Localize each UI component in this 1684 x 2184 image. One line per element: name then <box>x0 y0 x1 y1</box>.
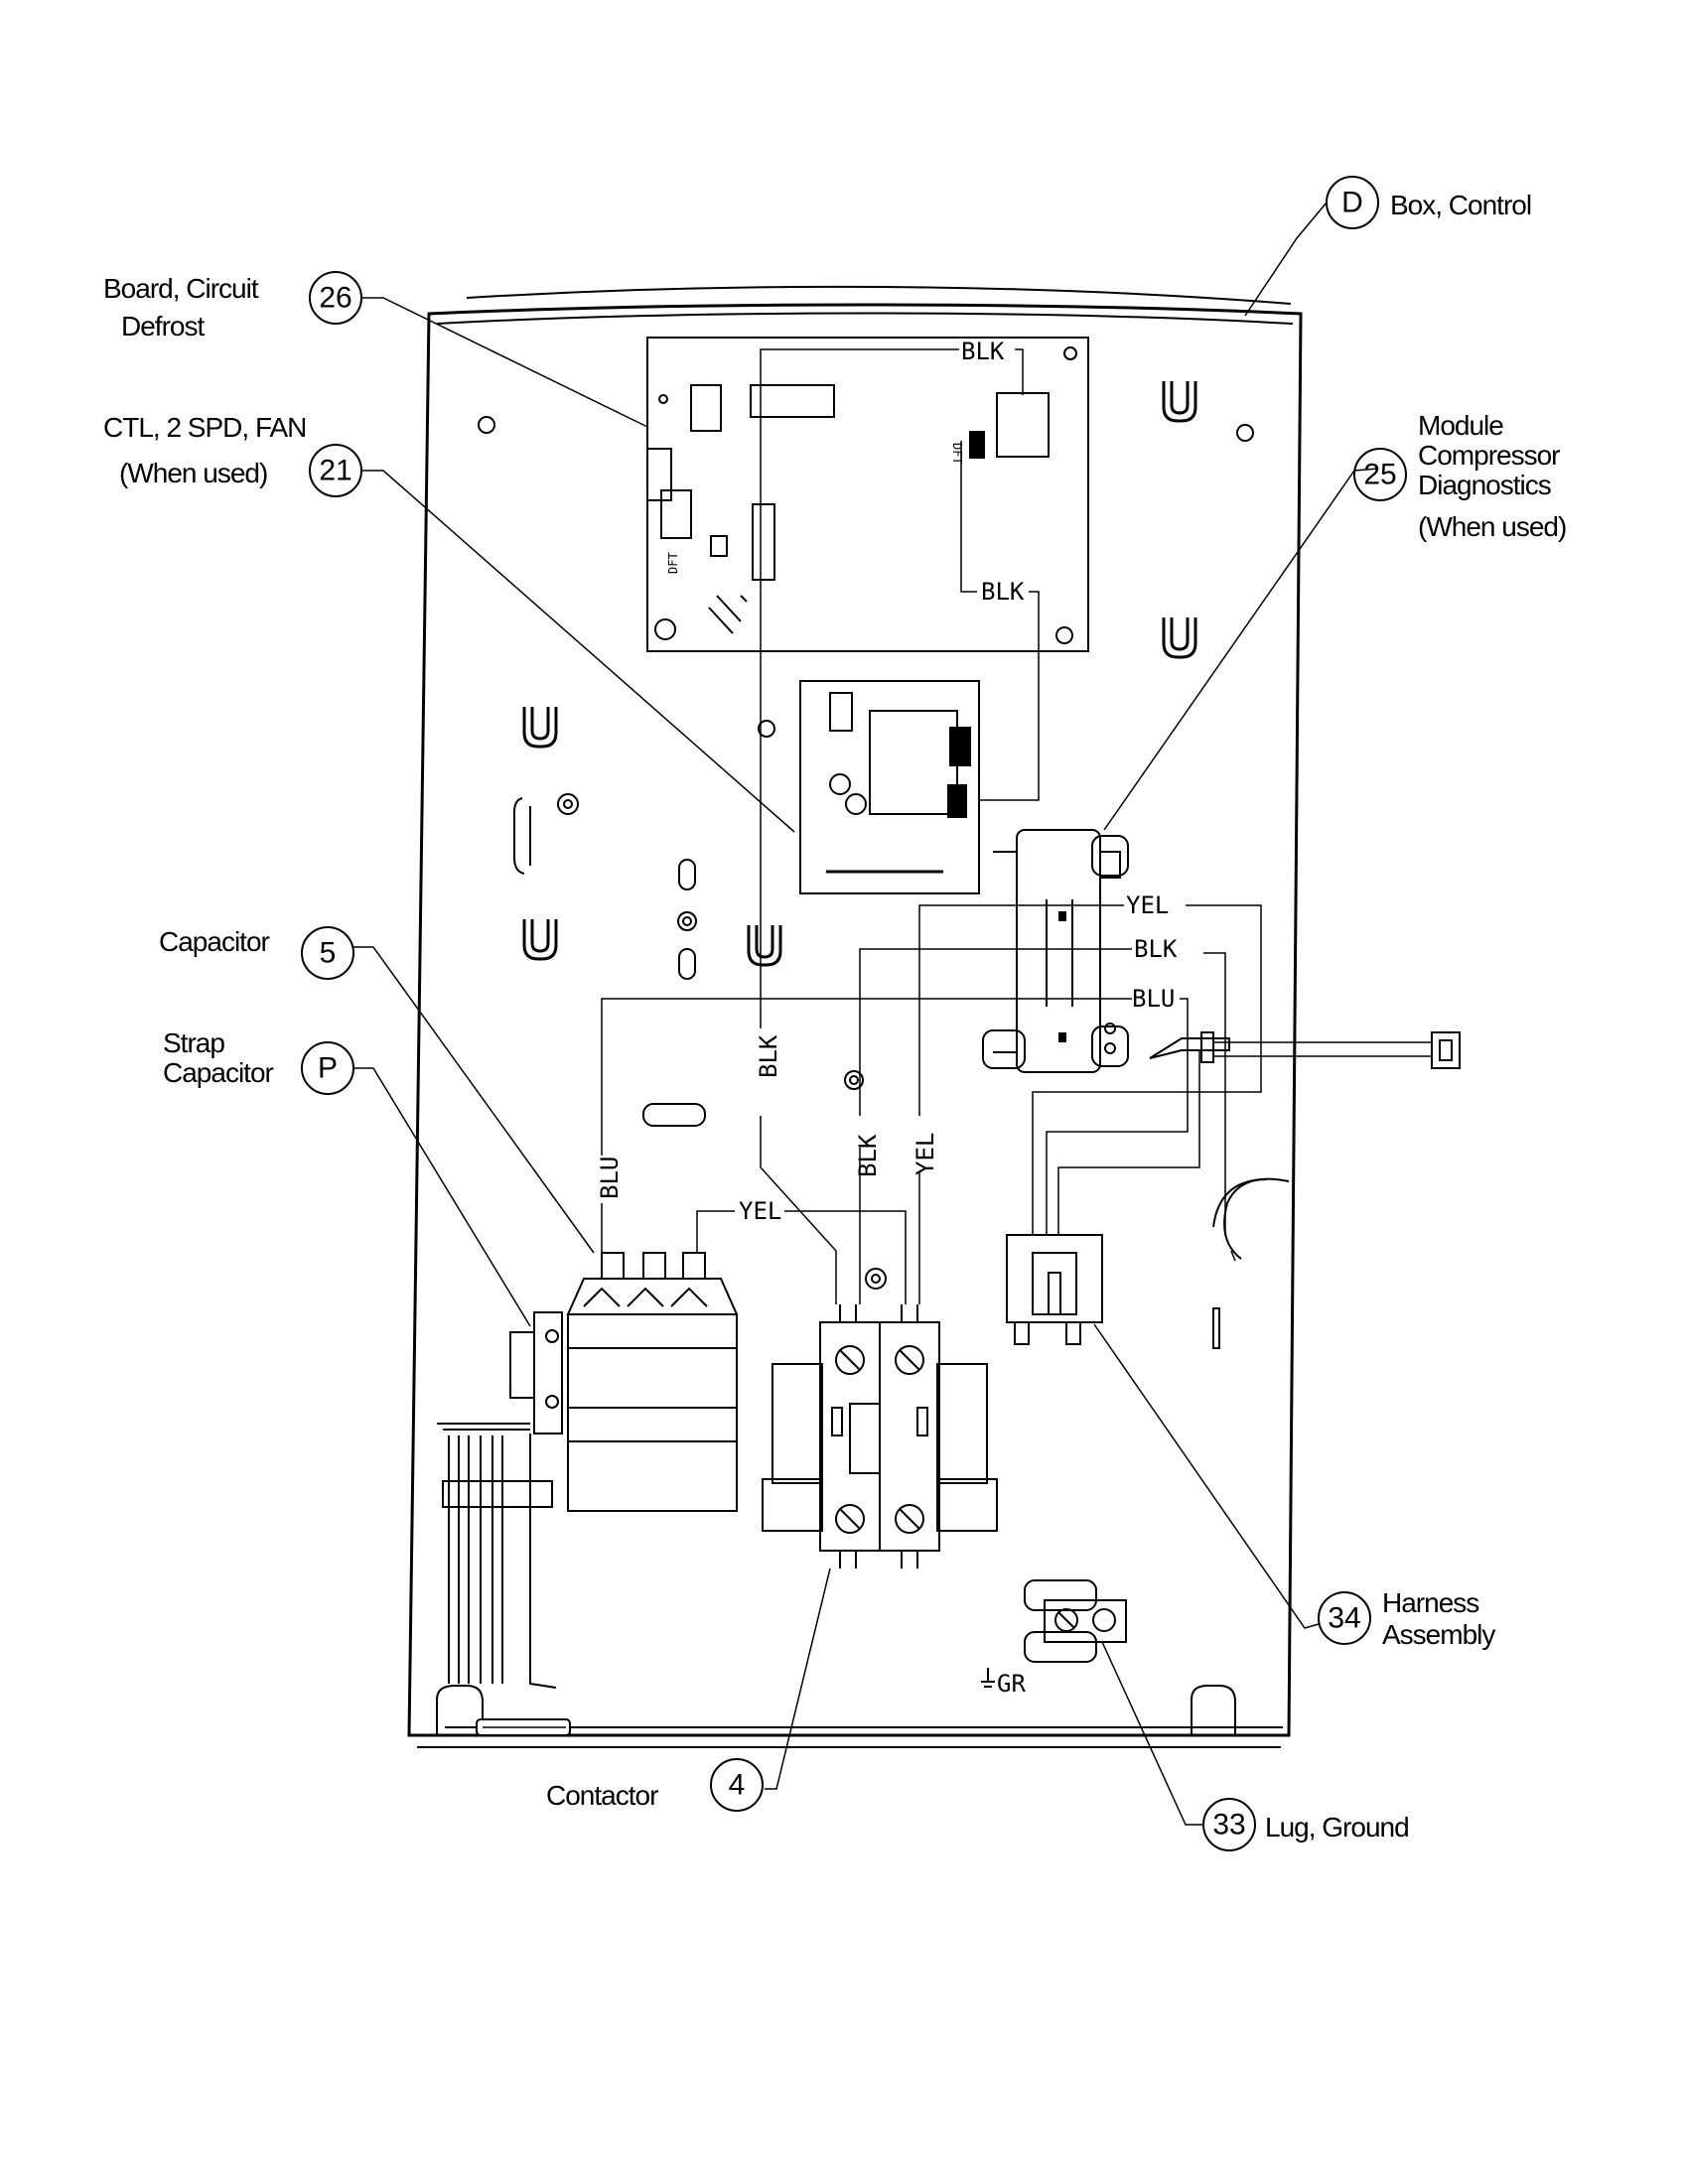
fan-control-board <box>799 680 980 894</box>
callout-4: 4 Contactor <box>546 1758 764 1812</box>
wire-label-blk-top: BLK <box>961 338 1005 365</box>
capacitor-strap <box>437 1311 563 1689</box>
leader-lines <box>353 202 1379 1826</box>
wire-label-blk-board: BLK <box>981 578 1025 606</box>
wiring <box>601 348 1432 1304</box>
callout-label: Box, Control <box>1390 190 1531 220</box>
callout-number: 34 <box>1328 1602 1360 1635</box>
callout-number: 21 <box>319 455 351 487</box>
callout-label: CTL, 2 SPD, FAN <box>103 412 306 443</box>
callout-number: P <box>318 1052 338 1085</box>
callout-d: D Box, Control <box>1326 176 1532 229</box>
callout-circle <box>1202 1798 1256 1851</box>
ground-lug <box>981 1579 1127 1688</box>
svg-text:DFT: DFT <box>950 443 964 465</box>
wire-label-blk-module: BLK <box>1134 935 1178 963</box>
callout-25: 25 Module Compressor Diagnostics (When u… <box>1353 410 1567 542</box>
callout-number: 5 <box>320 937 337 970</box>
wire-label-yel-module: YEL <box>1126 891 1169 919</box>
callout-label: Module <box>1418 410 1503 441</box>
callout-label: Strap <box>163 1027 224 1058</box>
callout-circle <box>710 1758 764 1812</box>
wire-label-blu-capacitor: BLU <box>596 1157 624 1199</box>
callout-circle <box>1326 176 1379 229</box>
callout-p: P Strap Capacitor <box>163 1027 354 1095</box>
harness-plug <box>1006 1234 1103 1345</box>
wire-labels: BLK BLK YEL BLK BLU BLK BLK YEL BLU YEL … <box>596 338 1178 1698</box>
callout-circle <box>1318 1591 1371 1645</box>
wire-label-yel-contactor: YEL <box>912 1133 939 1175</box>
callout-circle <box>309 444 362 497</box>
callout-number: 25 <box>1363 459 1396 491</box>
sensor-cable <box>1149 1031 1461 1069</box>
callout-number: 33 <box>1212 1809 1245 1842</box>
callout-circle <box>309 271 362 325</box>
callout-label: Capacitor <box>159 926 270 957</box>
ground-label: GR <box>997 1670 1026 1698</box>
callout-label: (When used) <box>119 458 267 488</box>
compressor-diagnostics-module <box>982 829 1129 1073</box>
callout-33: 33 Lug, Ground <box>1202 1798 1410 1851</box>
callout-label: Contactor <box>546 1780 658 1811</box>
callout-number: D <box>1341 187 1363 219</box>
wire-label-yel-capacitor: YEL <box>739 1197 781 1225</box>
u-clip <box>522 381 1197 967</box>
callout-21: 21 CTL, 2 SPD, FAN (When used) <box>103 412 362 497</box>
contactor <box>762 1304 998 1569</box>
callout-26: 26 Board, Circuit Defrost <box>103 271 362 341</box>
callout-34: 34 Harness Assembly <box>1318 1587 1496 1650</box>
callout-label: Capacitor <box>163 1057 274 1088</box>
svg-text:DFT: DFT <box>666 552 680 574</box>
wire-label-blu-module: BLU <box>1132 985 1175 1013</box>
callout-label: Compressor <box>1418 440 1560 471</box>
wire-label-blk-center: BLK <box>755 1034 782 1078</box>
callout-number: 26 <box>319 282 351 315</box>
callout-circle <box>301 1041 354 1095</box>
callout-label: Diagnostics <box>1418 470 1551 500</box>
callout-label: Defrost <box>121 311 205 341</box>
control-box-panel <box>407 285 1303 1748</box>
callout-label: Assembly <box>1382 1619 1495 1650</box>
callout-label: (When used) <box>1418 511 1566 542</box>
callout-label: Harness <box>1382 1587 1478 1618</box>
callout-5: 5 Capacitor <box>159 926 354 980</box>
capacitor <box>566 1252 739 1512</box>
callout-label: Board, Circuit <box>103 273 259 304</box>
wire-label-blk-contactor: BLK <box>854 1134 882 1177</box>
defrost-circuit-board: DFT DFT <box>646 337 1089 652</box>
callout-label: Lug, Ground <box>1265 1812 1409 1843</box>
callout-number: 4 <box>729 1769 746 1802</box>
callout-circle <box>301 926 354 980</box>
callout-circle <box>1353 448 1407 501</box>
